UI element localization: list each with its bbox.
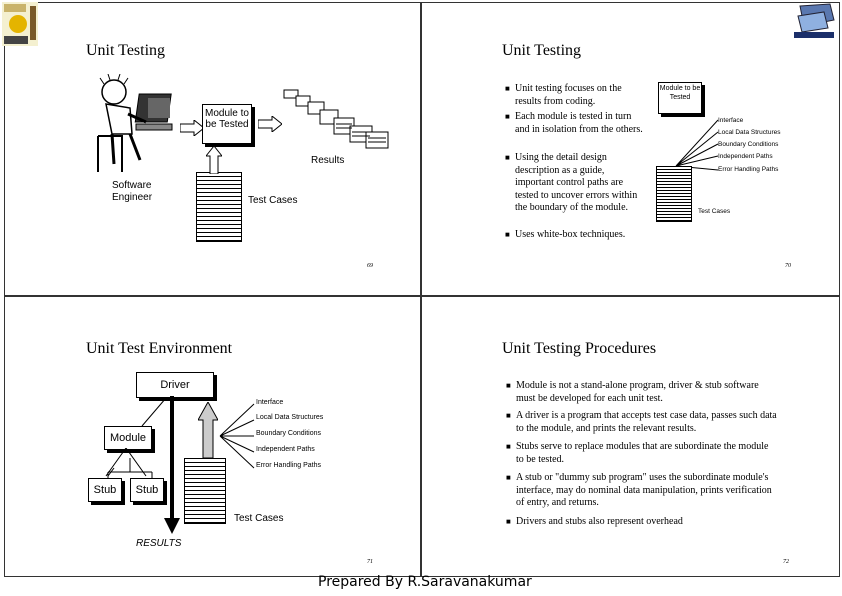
slide-3-title: Unit Test Environment bbox=[86, 340, 233, 357]
aspect-connector-lines bbox=[670, 114, 720, 194]
slide-2-bullet-3: ■Using the detail design description as … bbox=[505, 152, 638, 213]
com-torrent-logo bbox=[790, 2, 838, 46]
page-number-70: 70 bbox=[785, 263, 791, 269]
test-case-up-arrow bbox=[197, 400, 219, 459]
slide-4-bullet-1: ■Module is not a stand-alone program, dr… bbox=[506, 380, 759, 404]
test-cases-stack bbox=[196, 172, 242, 242]
env-aspect-independent-paths: Independent Paths bbox=[256, 446, 315, 453]
test-cases-arrow-up bbox=[204, 145, 224, 175]
test-cases-stack-small bbox=[656, 166, 692, 222]
arrow-to-results bbox=[257, 114, 283, 134]
page-number-72: 72 bbox=[783, 559, 789, 565]
bullet-square-icon: ■ bbox=[505, 153, 510, 162]
module-to-be-tested-box: Module to be Tested bbox=[202, 104, 252, 144]
slide-2-title: Unit Testing bbox=[502, 42, 582, 59]
env-aspect-error-handling-paths: Error Handling Paths bbox=[256, 462, 321, 469]
env-aspect-local-data-structures: Local Data Structures bbox=[256, 414, 324, 421]
bullet-square-icon: ■ bbox=[506, 473, 511, 482]
aspect-error-handling-paths: Error Handling Paths bbox=[718, 166, 779, 173]
env-aspect-boundary-conditions: Boundary Conditions bbox=[256, 430, 321, 437]
slide-3-aspect-lines bbox=[216, 400, 256, 472]
bullet-square-icon: ■ bbox=[506, 517, 511, 526]
results-pages-cascade bbox=[282, 82, 392, 152]
module-to-stubs-lines bbox=[96, 447, 166, 478]
slide-1-title: Unit Testing bbox=[86, 42, 166, 59]
module-to-be-tested-box-small: Module to be Tested bbox=[658, 82, 702, 114]
bullet-square-icon: ■ bbox=[505, 230, 510, 239]
aspect-independent-paths: Independent Paths bbox=[718, 153, 773, 160]
aspect-interface: Interface bbox=[718, 117, 744, 124]
arrow-to-module bbox=[179, 118, 205, 138]
driver-box: Driver bbox=[136, 372, 214, 398]
env-test-cases-stack bbox=[184, 458, 226, 524]
slide-4-frame bbox=[420, 295, 840, 577]
results-caps-label: RESULTS bbox=[136, 538, 182, 549]
driver-results-arrow bbox=[164, 396, 180, 536]
slide-1-frame bbox=[4, 2, 422, 297]
test-cases-label-small: Test Cases bbox=[698, 208, 731, 215]
slide-2-bullet-1: ■Unit testing focuses on the results fro… bbox=[505, 83, 622, 107]
page-number-71: 71 bbox=[367, 559, 373, 565]
test-cases-label: Test Cases bbox=[248, 195, 298, 206]
software-engineer-label: Software Engineer bbox=[112, 180, 153, 203]
slide-4-bullet-2: ■A driver is a program that accepts test… bbox=[506, 410, 777, 434]
slide-2-bullet-2: ■Each module is tested in turn and in is… bbox=[505, 111, 643, 135]
bullet-square-icon: ■ bbox=[506, 411, 511, 420]
aspect-boundary-conditions: Boundary Conditions bbox=[718, 141, 779, 148]
module-box: Module bbox=[104, 426, 152, 450]
slide-4-bullet-5: ■Drivers and stubs also represent overhe… bbox=[506, 516, 683, 527]
bullet-square-icon: ■ bbox=[505, 112, 510, 121]
slide-4-bullet-3: ■Stubs serve to replace modules that are… bbox=[506, 441, 769, 465]
stub-box-1: Stub bbox=[88, 478, 122, 502]
bullet-square-icon: ■ bbox=[506, 442, 511, 451]
hicas-logo bbox=[2, 2, 38, 46]
page-number-69: 69 bbox=[367, 263, 373, 269]
bullet-square-icon: ■ bbox=[506, 381, 511, 390]
aspect-local-data-structures: Local Data Structures bbox=[718, 129, 781, 136]
results-label: Results bbox=[311, 155, 345, 166]
slide-2-bullet-4: ■Uses white-box techniques. bbox=[505, 229, 626, 240]
software-engineer-illustration bbox=[92, 73, 182, 174]
env-aspect-interface: Interface bbox=[256, 399, 284, 406]
stub-box-2: Stub bbox=[130, 478, 164, 502]
slide-4-bullet-4: ■A stub or "dummy sub program" uses the … bbox=[506, 472, 772, 508]
slide-4-title: Unit Testing Procedures bbox=[502, 340, 657, 357]
env-test-cases-label: Test Cases bbox=[234, 513, 284, 524]
bullet-square-icon: ■ bbox=[505, 84, 510, 93]
slide-3-frame bbox=[4, 295, 422, 577]
slide-2-frame bbox=[420, 2, 840, 297]
prepared-by-footer: Prepared By R.Saravanakumar bbox=[318, 574, 532, 590]
driver-lines bbox=[100, 396, 220, 536]
